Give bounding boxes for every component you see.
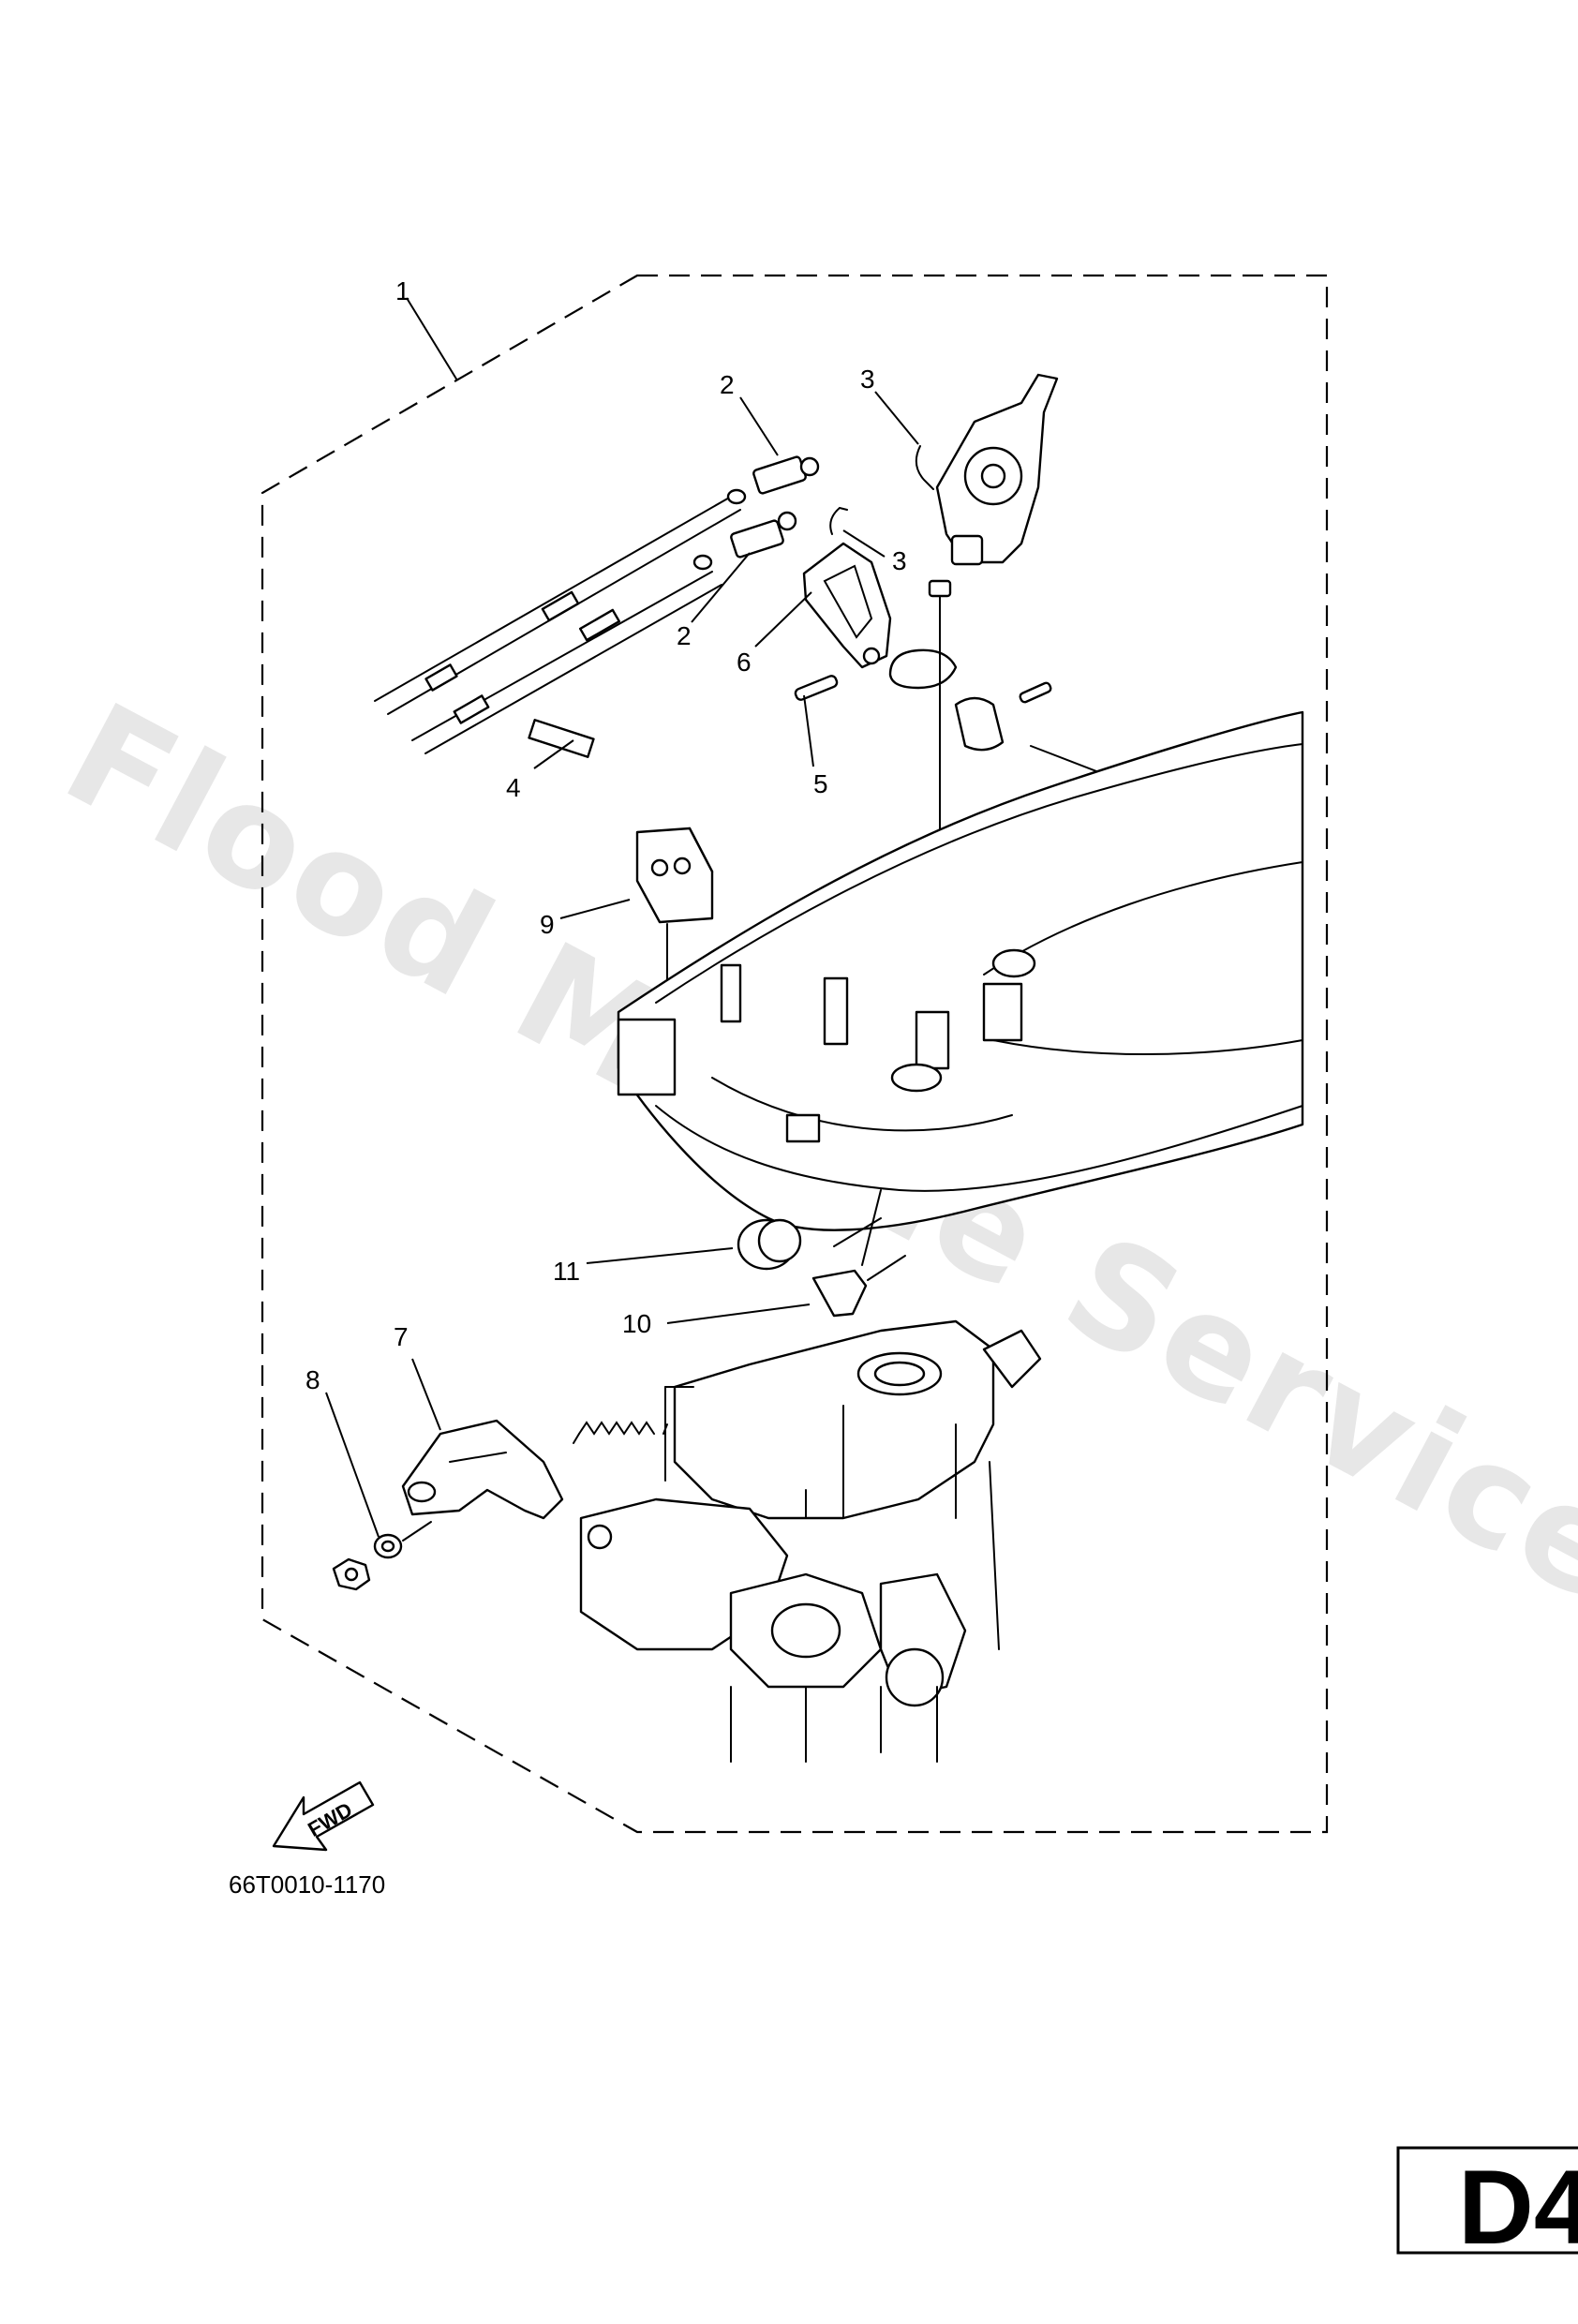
callout-3-lower: 3 [892,546,907,575]
throttle-cam-assembly [935,373,1059,566]
callout-2-upper: 2 [720,370,735,399]
shift-throttle-cables [374,488,747,754]
cable-joint-lower [730,511,797,559]
plug-small [811,1269,868,1318]
callout-8: 8 [305,1365,320,1394]
cable-tape [528,719,595,758]
spring [573,1421,668,1444]
callout-6: 6 [737,648,752,677]
cable-bracket [802,542,892,669]
nut [332,1557,371,1591]
plug-large [737,1218,802,1271]
figure-code: 66T0010-1170 [229,1870,385,1899]
cable-grommet [635,827,714,1032]
bottom-cowling [617,710,1304,1266]
cable-joint-upper [752,455,820,495]
callout-4: 4 [506,773,521,802]
callout-10: 10 [622,1309,651,1338]
callout-2-lower: 2 [677,621,692,650]
steering-bracket [579,1319,1042,1763]
callout-7: 7 [394,1322,409,1351]
forward-arrow-icon: FWD [272,1780,375,1852]
page-id-box [1396,2146,1578,2255]
stopper-plate [401,1419,564,1520]
assembly-boundary [261,274,1329,1834]
callout-9: 9 [540,910,555,939]
callout-3-upper: 3 [860,365,875,394]
page-id: D4 [1458,2149,1578,2266]
pin [794,675,839,701]
callout-11: 11 [553,1257,580,1286]
callout-1: 1 [395,276,410,305]
callout-5: 5 [813,769,828,798]
washer [373,1533,403,1559]
clip-upper [915,445,934,490]
clip-lower [829,506,848,535]
